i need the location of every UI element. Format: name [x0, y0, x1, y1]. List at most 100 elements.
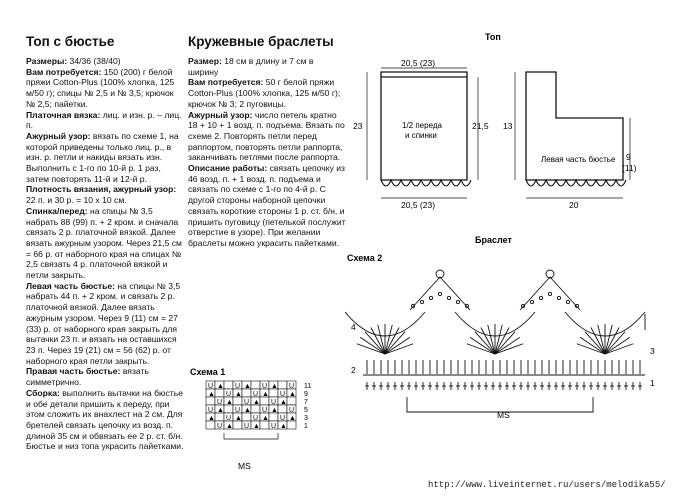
decrease-symbol: ▲ — [226, 399, 233, 406]
fan-stitch — [384, 343, 414, 355]
bustier-piece-outline — [525, 71, 627, 187]
chain-dot — [529, 299, 535, 305]
scheme1-cell — [232, 420, 243, 430]
scheme1-row-number: 9 — [304, 391, 308, 398]
scheme1-cell — [286, 396, 297, 406]
yarn-over-symbol: U — [262, 407, 267, 414]
top-paragraph: Вам потребуется: 150 (200) г белой пряжи… — [26, 67, 184, 110]
top-text: лиц. и изн. р. – лиц. п. — [26, 109, 182, 131]
bracelet-paragraph: Описание работы: связать цепочку из 46 в… — [188, 163, 346, 249]
decrease-symbol: ▲ — [217, 383, 224, 390]
decrease-symbol: ▲ — [271, 383, 278, 390]
bustier-piece-label: Левая часть бюстье — [541, 155, 616, 164]
decrease-symbol: ▲ — [289, 391, 296, 398]
yarn-over-symbol: U — [244, 399, 249, 406]
bracelet-text: 50 г белой пряжи Cotton-Plus (100% хлопк… — [188, 77, 341, 109]
front-piece-outline — [380, 71, 472, 187]
scheme1-cell — [205, 396, 216, 406]
yarn-over-symbol: U — [271, 399, 276, 406]
top-paragraph: Размеры: 34/36 (38/40) — [26, 56, 184, 67]
fan-stitch — [494, 343, 524, 355]
chain-dot — [565, 299, 571, 305]
scheme1-cell — [259, 420, 270, 430]
top-text: 34/36 (38/40) — [67, 56, 121, 66]
decrease-symbol: ▲ — [235, 391, 242, 398]
scheme1-cell — [250, 404, 261, 414]
top-term: Ажурный узор: — [26, 130, 91, 141]
yarn-over-symbol: U — [244, 423, 249, 430]
chain-dot — [464, 303, 470, 309]
bracelet-scheme-diagram: Браслет Схема 2 4 2 3 1 MS — [345, 235, 655, 420]
bracelet-paragraph: Размер: 18 см в длину и 7 см в ширину — [188, 56, 346, 77]
decrease-symbol: ▲ — [226, 423, 233, 430]
bracelet-paragraph: Вам потребуется: 50 г белой пряжи Cotton… — [188, 77, 346, 109]
fan-stitch — [584, 331, 606, 355]
scheme1-row-number: 5 — [304, 407, 308, 414]
yarn-over-symbol: U — [262, 383, 267, 390]
decrease-symbol: ▲ — [280, 423, 287, 430]
chain-dot — [428, 295, 434, 301]
top-text: выполнить вытачки на бюстье и обе детали… — [26, 387, 184, 452]
scheme1-cell — [214, 388, 225, 398]
scheme1-cell — [277, 380, 288, 390]
fan-stitch — [356, 343, 386, 355]
fan-stitch — [494, 327, 510, 355]
decrease-symbol: ▲ — [244, 407, 251, 414]
top-instructions-column: Топ с бюстье Размеры: 34/36 (38/40)Вам п… — [26, 34, 184, 452]
top-term: Сборка: — [26, 387, 60, 398]
fan-stitch — [576, 343, 606, 355]
scheme1-row-number: 7 — [304, 399, 308, 406]
row-label-2: 2 — [351, 365, 356, 375]
scheme1-cell — [268, 388, 279, 398]
chain-dot — [547, 291, 553, 297]
decrease-symbol: ▲ — [253, 399, 260, 406]
chain-dot — [520, 303, 526, 309]
scheme1-row-number: 1 — [304, 423, 308, 430]
scheme2-title: Схема 2 — [347, 253, 382, 263]
yarn-over-symbol: U — [289, 407, 294, 414]
chain-dot — [410, 303, 416, 309]
scheme1-cell — [250, 380, 261, 390]
scheme1-cell — [277, 404, 288, 414]
fan-stitch — [377, 324, 386, 355]
yarn-over-symbol: U — [208, 407, 213, 414]
source-url: http://www.liveinternet.ru/users/melodik… — [428, 480, 666, 490]
scheme1-title: Схема 1 — [190, 367, 225, 377]
fan-stitch — [364, 331, 386, 355]
fan-stitch — [370, 327, 386, 355]
repeat-bracket — [406, 397, 594, 413]
fan-stitch — [494, 336, 521, 355]
top-diagram-title: Топ — [485, 32, 501, 42]
fan-stitch — [494, 331, 516, 355]
picot-arch — [519, 276, 581, 311]
scheme1-cell — [268, 412, 279, 422]
decrease-symbol: ▲ — [289, 415, 296, 422]
top-term: Платочная вязка: — [26, 109, 101, 120]
picot-arch — [409, 276, 471, 311]
top-text: 150 (200) г белой пряжи Cotton-Plus (100… — [26, 66, 175, 109]
decrease-symbol: ▲ — [208, 391, 215, 398]
picot-loop — [435, 269, 445, 279]
scheme1-cell — [223, 404, 234, 414]
decrease-symbol: ▲ — [280, 399, 287, 406]
fan-stitch — [604, 327, 620, 355]
top-title: Топ с бюстье — [26, 34, 115, 49]
fan-stitch — [474, 331, 496, 355]
top-text: на спицы № 3,5 набрать 44 п. + 2 кром. и… — [26, 280, 181, 366]
row-label-1: 1 — [650, 378, 655, 388]
bracelet-term: Вам потребуется: — [188, 77, 264, 88]
chain-dot — [419, 299, 425, 305]
top-paragraph: Левая часть бюстье: на спицы № 3,5 набра… — [26, 281, 184, 367]
fan-stitch — [384, 331, 406, 355]
fan-stitch — [579, 336, 606, 355]
fan-stitch — [604, 331, 626, 355]
top-text: 22 п. и 30 р. = 10 х 10 см. — [26, 195, 127, 206]
fan-stitch — [359, 336, 386, 355]
scheme1-row-number: 3 — [304, 415, 308, 422]
top-term: Плотность вязания, ажурный узор: — [26, 184, 177, 195]
top-pattern-diagram: Топ 20,5 (23) 20,5 (23) 23 21,5 1/2 пере… — [353, 32, 637, 210]
top-term: Размеры: — [26, 56, 68, 66]
yarn-over-symbol: U — [271, 423, 276, 430]
decrease-symbol: ▲ — [208, 415, 215, 422]
